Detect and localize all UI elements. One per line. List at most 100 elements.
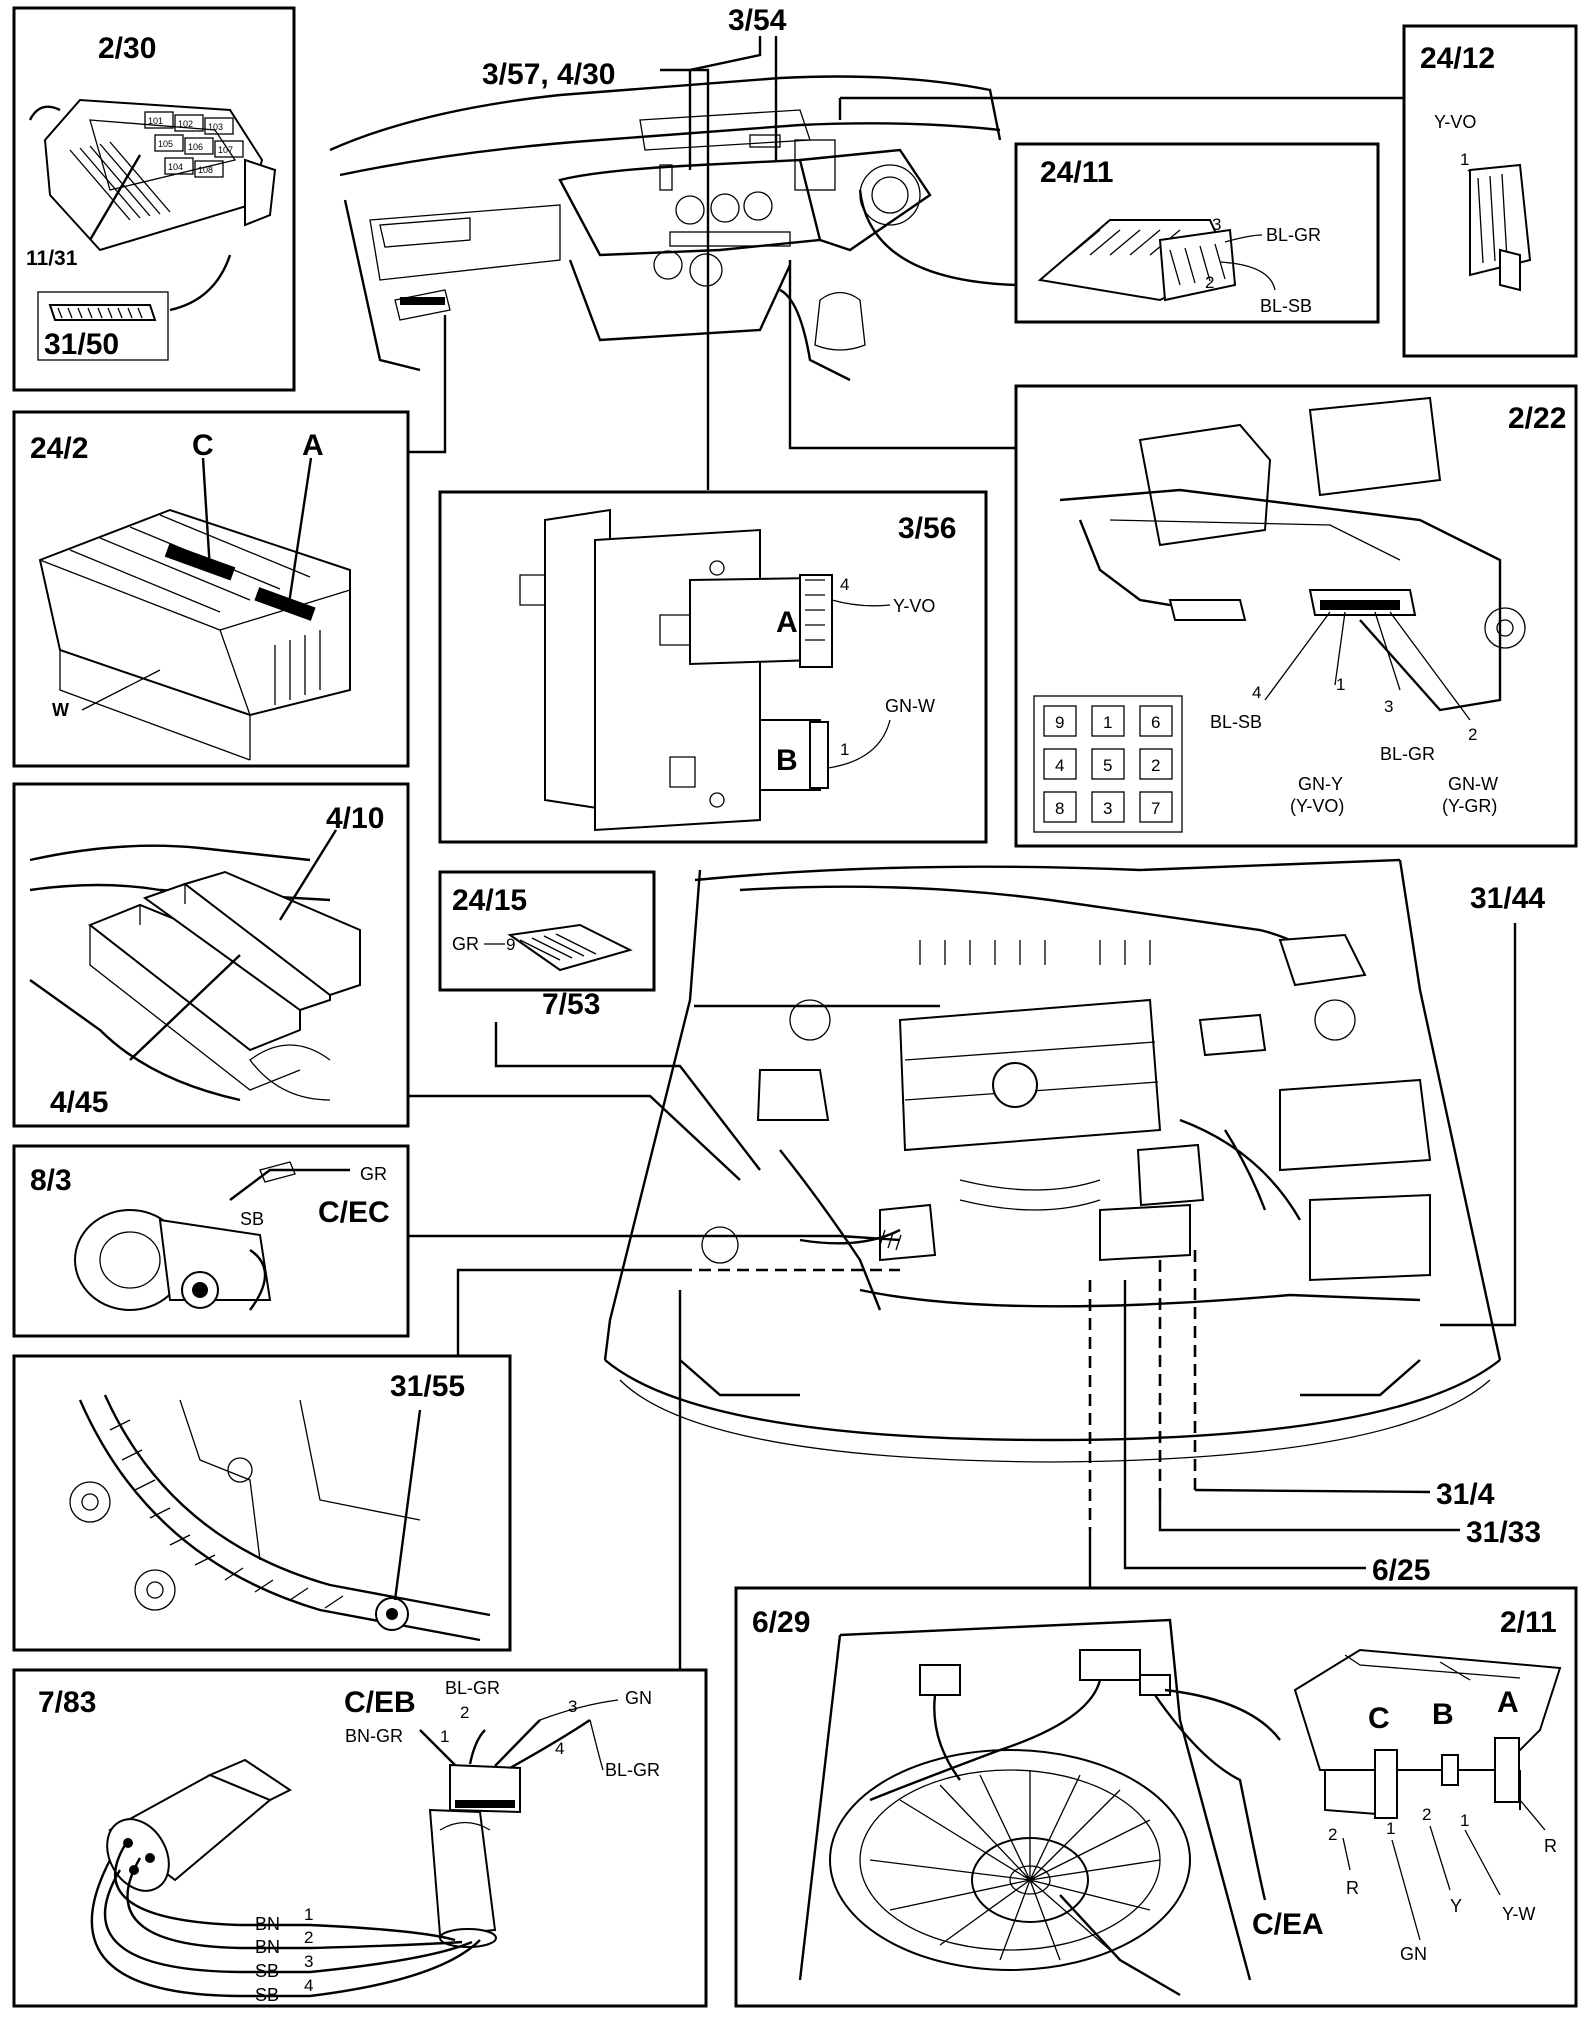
connector-c-ec: C/EC: [318, 1196, 390, 1229]
bottom-pin: 1: [304, 1905, 313, 1924]
pin-1: 1: [1460, 150, 1469, 169]
callout-31-44: 31/44: [1470, 882, 1545, 915]
panel-title: 24/2: [30, 432, 88, 465]
panel-4-10: 4/10 4/45: [12, 782, 410, 1128]
fuse-label: 101: [148, 116, 163, 126]
grid-cell: 8: [1055, 799, 1064, 818]
grid-cell: 2: [1151, 756, 1160, 775]
panel-title: 6/29: [752, 1606, 810, 1639]
wire-bl-gr: BL-GR: [1266, 225, 1321, 245]
pin-2: 2: [1468, 725, 1477, 744]
connector-c-ea: C/EA: [1252, 1908, 1324, 1941]
top-pin: 1: [440, 1727, 449, 1746]
panel-24-15: 24/15 GR 9: [438, 870, 656, 992]
wire-y-vo: Y-VO: [1434, 112, 1476, 132]
panel-title: 8/3: [30, 1164, 72, 1197]
wire-r: R: [1544, 1836, 1557, 1856]
fuse-label: 104: [168, 162, 183, 172]
panel-2-22: 2/22 9 1 6 4 5 2 8 3: [1014, 384, 1578, 848]
panel-title: 7/83: [38, 1686, 96, 1719]
wire-y: Y: [1450, 1896, 1462, 1916]
panel-title: 24/15: [452, 884, 527, 917]
label-w: W: [52, 700, 69, 720]
grid-cell: 3: [1103, 799, 1112, 818]
panel-2-30: 2/30 101 102 103 105 106 107 104 108 11/…: [12, 6, 296, 392]
grid-cell: 9: [1055, 713, 1064, 732]
panel-title: 2/22: [1508, 402, 1566, 435]
top-pin: 3: [568, 1697, 577, 1716]
panel-8-3: 8/3 C/EC GR SB: [12, 1144, 410, 1338]
leader-lines: [408, 36, 1517, 1670]
bottom-pin: 4: [304, 1976, 313, 1995]
terminal-c: C: [1368, 1702, 1390, 1735]
wire-bl-gr: BL-GR: [1380, 744, 1435, 764]
panel-title: 31/55: [390, 1370, 465, 1403]
wire-gr: GR: [360, 1164, 387, 1184]
wire-y-gr: (Y-GR): [1442, 796, 1497, 816]
top-wire: BL-GR: [445, 1678, 500, 1698]
callout-31-33: 31/33: [1466, 1516, 1541, 1549]
connector-c-eb: C/EB: [344, 1686, 416, 1719]
pin-1: 1: [1336, 675, 1345, 694]
bottom-wire: BN: [255, 1937, 280, 1957]
bottom-pin: 3: [304, 1952, 313, 1971]
socket-b-label: B: [776, 744, 798, 777]
bottom-wire: SB: [255, 1985, 279, 2005]
callout-3-54: 3/54: [728, 4, 787, 37]
dashboard-drawing: [329, 75, 1002, 382]
pin-1: 1: [1386, 1819, 1395, 1838]
fuse-blocks: 101 102 103 105 106 107 104 108: [144, 111, 244, 178]
wire-gn: GN: [1400, 1944, 1427, 1964]
bottom-wire: SB: [255, 1961, 279, 1981]
callout-6-25: 6/25: [1372, 1554, 1430, 1587]
label-a: A: [302, 429, 324, 462]
pin-4: 4: [840, 575, 849, 594]
panel-7-83: 7/83 C/EB 1 BN-GR 2 BL-GR 3 GN 4 BL-GR B…: [12, 1668, 708, 2008]
panel-24-11: 24/11 3 BL-GR 2 BL-SB: [1014, 142, 1380, 324]
fuse-label: 103: [208, 122, 223, 132]
pin-1: 1: [1460, 1811, 1469, 1830]
grid-cell: 5: [1103, 756, 1112, 775]
top-wire: BL-GR: [605, 1760, 660, 1780]
terminal-b: B: [1432, 1698, 1454, 1731]
fuse-label: 105: [158, 139, 173, 149]
panel-title: 2/30: [98, 32, 156, 65]
label-11-31: 11/31: [26, 247, 78, 270]
top-pin: 2: [460, 1703, 469, 1722]
grid-cell: 6: [1151, 713, 1160, 732]
wire-gn-w: GN-W: [1448, 774, 1498, 794]
panel-title: 3/56: [898, 512, 956, 545]
pin-2: 2: [1205, 273, 1214, 292]
wire-gr: GR: [452, 934, 479, 954]
socket-a-label: A: [776, 606, 798, 639]
wire-sb: SB: [240, 1209, 264, 1229]
label-31-50: 31/50: [44, 328, 119, 361]
panel-24-2: 24/2 C A W: [12, 410, 410, 768]
wire-bl-sb: BL-SB: [1210, 712, 1262, 732]
fuse-label: 108: [198, 165, 213, 175]
fuse-label: 106: [188, 142, 203, 152]
wire-y-vo: Y-VO: [893, 596, 935, 616]
callout-7-53: 7/53: [542, 988, 600, 1021]
wire-y-vo: (Y-VO): [1290, 796, 1344, 816]
panel-31-55: 31/55: [12, 1354, 512, 1652]
wire-bl-sb: BL-SB: [1260, 296, 1312, 316]
pin-grid: 9 1 6 4 5 2 8 3 7: [1033, 695, 1183, 833]
panel-title: 4/10: [326, 802, 384, 835]
pin-3: 3: [1212, 215, 1221, 234]
pin-4: 4: [1252, 683, 1261, 702]
grid-cell: 7: [1151, 799, 1160, 818]
panel-6-29: 6/29 C/EA 2/11 C B A 2 1 2 1 R GN: [734, 1586, 1578, 2008]
bottom-pin: 2: [304, 1928, 313, 1947]
wire-gn-y: GN-Y: [1298, 774, 1343, 794]
terminal-a: A: [1497, 1686, 1519, 1719]
callout-31-4: 31/4: [1436, 1478, 1495, 1511]
wire-r: R: [1346, 1878, 1359, 1898]
relay-31-50: [37, 291, 169, 361]
panel-frame: [12, 1354, 512, 1652]
top-pin: 4: [555, 1739, 564, 1758]
pin-9: 9: [506, 935, 515, 954]
fuse-label: 102: [178, 119, 193, 129]
pin-3: 3: [1384, 697, 1393, 716]
